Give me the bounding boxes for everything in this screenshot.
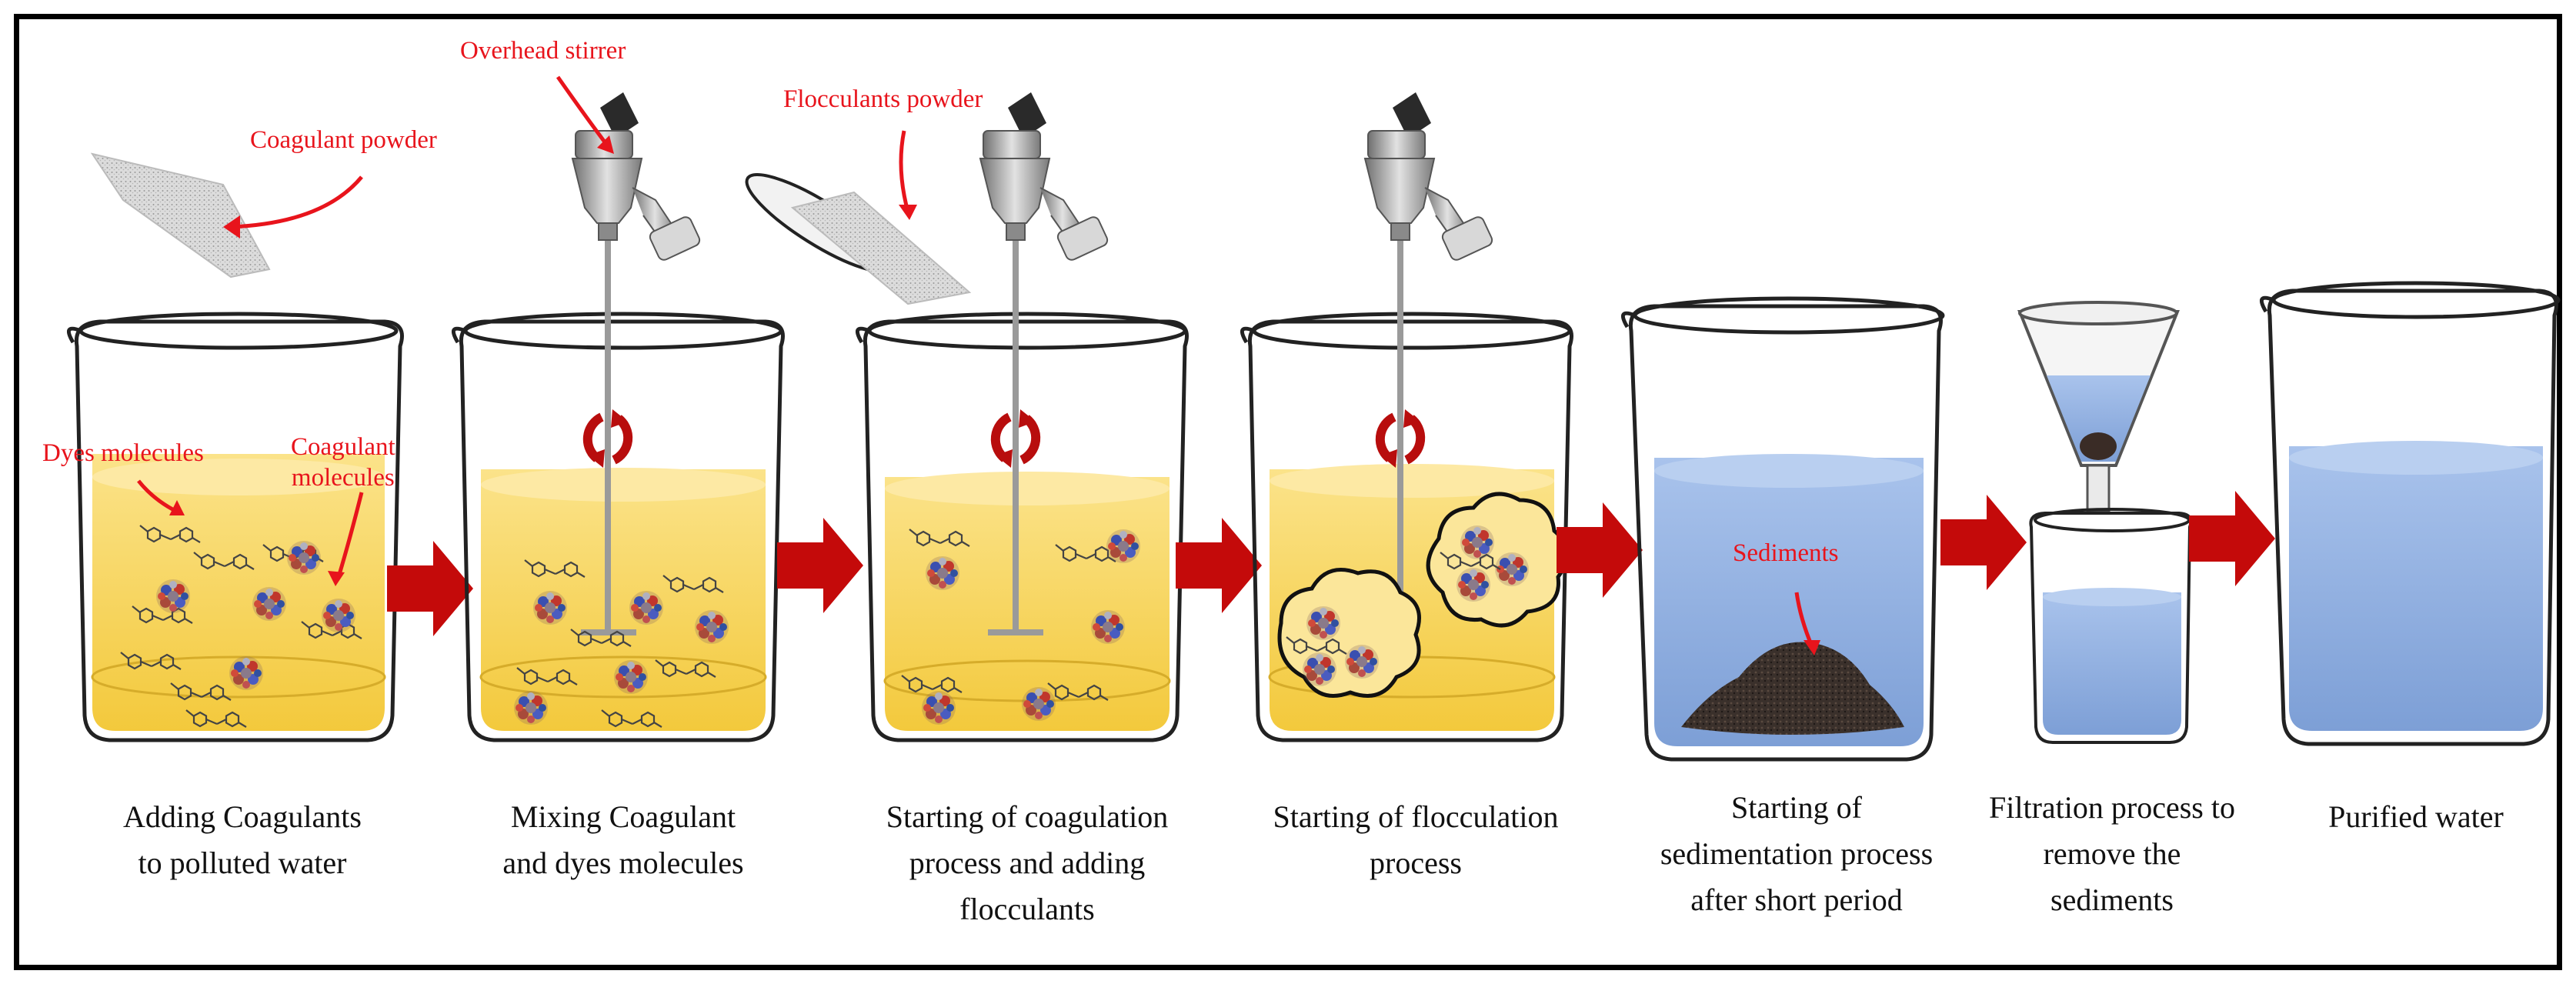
- process-arrow-icon: [777, 518, 863, 613]
- stirrer-shaft: [605, 231, 611, 631]
- coagulant-molecules-label: Coagulant molecules: [291, 432, 395, 493]
- step-6-line2: remove the: [2043, 836, 2181, 871]
- step-1-line2: to polluted water: [138, 846, 347, 880]
- step-caption-4: Starting of flocculation process: [1231, 794, 1600, 886]
- process-arrow-icon: [1557, 502, 1643, 598]
- beaker-3: [855, 312, 1189, 742]
- coagulant-molecules-line1: Coagulant: [291, 433, 395, 461]
- step-caption-5: Starting of sedimentation process after …: [1623, 785, 1970, 923]
- beaker-7: [2259, 281, 2561, 746]
- dyes-molecules-label: Dyes molecules: [42, 439, 204, 467]
- stirrer-icon: [1364, 92, 1495, 263]
- sediment-pile-icon: [1681, 642, 1904, 735]
- sediments-label: Sediments: [1733, 539, 1839, 567]
- step-2-line2: and dyes molecules: [502, 846, 744, 880]
- powder-icon: [90, 152, 271, 279]
- step-caption-3: Starting of coagulation process and addi…: [839, 794, 1216, 932]
- overhead-stirrer-label: Overhead stirrer: [460, 37, 626, 65]
- stirrer-blade: [988, 629, 1043, 635]
- coagulant-molecules-line2: molecules: [291, 463, 395, 492]
- funnel-icon: [2017, 301, 2180, 513]
- process-arrow-icon: [1176, 518, 1262, 613]
- step-caption-2: Mixing Coagulant and dyes molecules: [446, 794, 800, 886]
- step-1-line1: Adding Coagulants: [123, 799, 362, 834]
- step-caption-6: Filtration process to remove the sedimen…: [1954, 785, 2270, 923]
- process-arrow-icon: [387, 541, 473, 636]
- step-3-line1: Starting of coagulation: [886, 799, 1169, 834]
- beaker-2: [451, 312, 785, 742]
- beaker-6: [2029, 508, 2193, 744]
- step-6-line1: Filtration process to: [1989, 790, 2235, 825]
- step-3-line2: process and adding: [909, 846, 1146, 880]
- step-4-line2: process: [1370, 846, 1462, 880]
- floc-cluster-icon: [1426, 492, 1569, 628]
- process-arrow-icon: [1940, 495, 2027, 590]
- beaker-1: [66, 312, 404, 742]
- floc-cluster-icon: [1277, 568, 1421, 698]
- process-arrow-icon: [2189, 491, 2275, 586]
- step-caption-1: Adding Coagulants to polluted water: [69, 794, 415, 886]
- step-3-line3: flocculants: [959, 892, 1095, 926]
- step-7-line1: Purified water: [2328, 799, 2504, 834]
- stirrer-blade: [581, 629, 636, 635]
- stirrer-icon: [572, 92, 702, 263]
- step-5-line1: Starting of: [1731, 790, 1862, 825]
- stirrer-icon: [979, 92, 1110, 263]
- stirrer-shaft: [1013, 231, 1019, 631]
- powder-icon: [790, 191, 972, 305]
- step-6-line3: sediments: [2050, 882, 2174, 917]
- step-caption-7: Purified water: [2277, 794, 2554, 840]
- stirrer-shaft: [1397, 231, 1403, 631]
- flocculants-powder-label: Flocculants powder: [783, 85, 983, 113]
- coagulant-powder-label: Coagulant powder: [250, 126, 437, 154]
- step-5-line2: sedimentation process: [1660, 836, 1934, 871]
- annotation-arrowheads: [169, 135, 1820, 655]
- step-5-line3: after short period: [1690, 882, 1903, 917]
- step-4-line1: Starting of flocculation: [1273, 799, 1559, 834]
- step-2-line1: Mixing Coagulant: [510, 799, 736, 834]
- diagram-frame: [14, 14, 2562, 970]
